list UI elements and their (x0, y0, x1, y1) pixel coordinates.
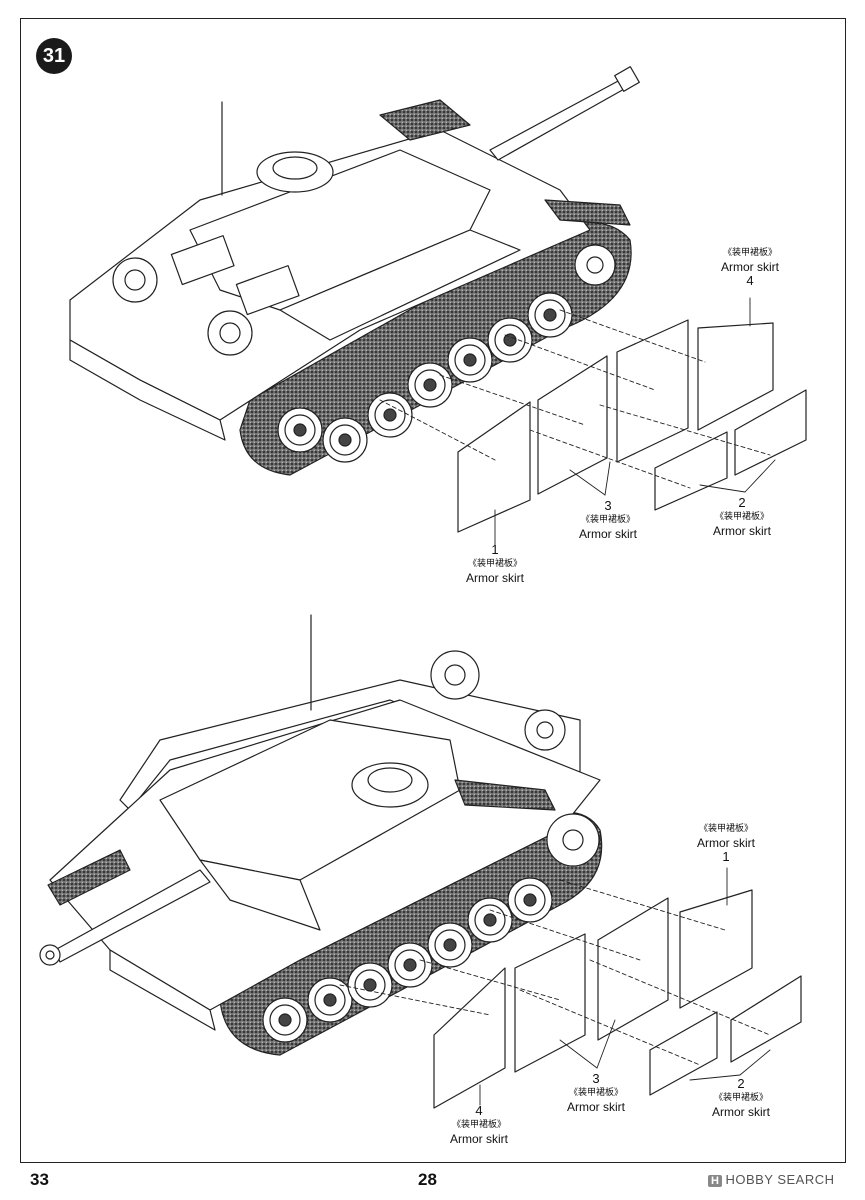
page-frame (20, 18, 846, 1163)
label-bottom-part-1: 《装甲裙板》 Armor skirt 1 (697, 824, 755, 864)
label-bottom-part-4: 4 《装甲裙板》 Armor skirt (450, 1103, 508, 1147)
bottom-leaders (479, 867, 771, 1106)
label-bottom-part-3: 3 《装甲裙板》 Armor skirt (567, 1071, 625, 1115)
step-number-badge: 31 (36, 38, 72, 74)
label-top-part-1: 1 《装甲裙板》 Armor skirt (466, 542, 524, 586)
label-bottom-part-2: 2 《装甲裙板》 Armor skirt (712, 1076, 770, 1120)
bottom-vehicle (39, 614, 603, 1056)
page-number-center: 28 (418, 1170, 437, 1189)
top-guide-lines (379, 309, 771, 489)
label-top-part-4: 《装甲裙板》 Armor skirt 4 (721, 248, 779, 288)
top-armor-skirts (457, 319, 807, 533)
top-vehicle (69, 66, 640, 476)
bottom-armor-skirts (433, 889, 802, 1109)
watermark-text: HOBBY SEARCH (725, 1172, 835, 1187)
top-leaders (494, 297, 776, 546)
page-number-left: 33 (30, 1170, 49, 1189)
bottom-guide-lines (339, 879, 771, 1066)
label-top-part-3: 3 《装甲裙板》 Armor skirt (579, 498, 637, 542)
watermark-logo-icon: H (708, 1175, 723, 1187)
label-top-part-2: 2 《装甲裙板》 Armor skirt (713, 495, 771, 539)
